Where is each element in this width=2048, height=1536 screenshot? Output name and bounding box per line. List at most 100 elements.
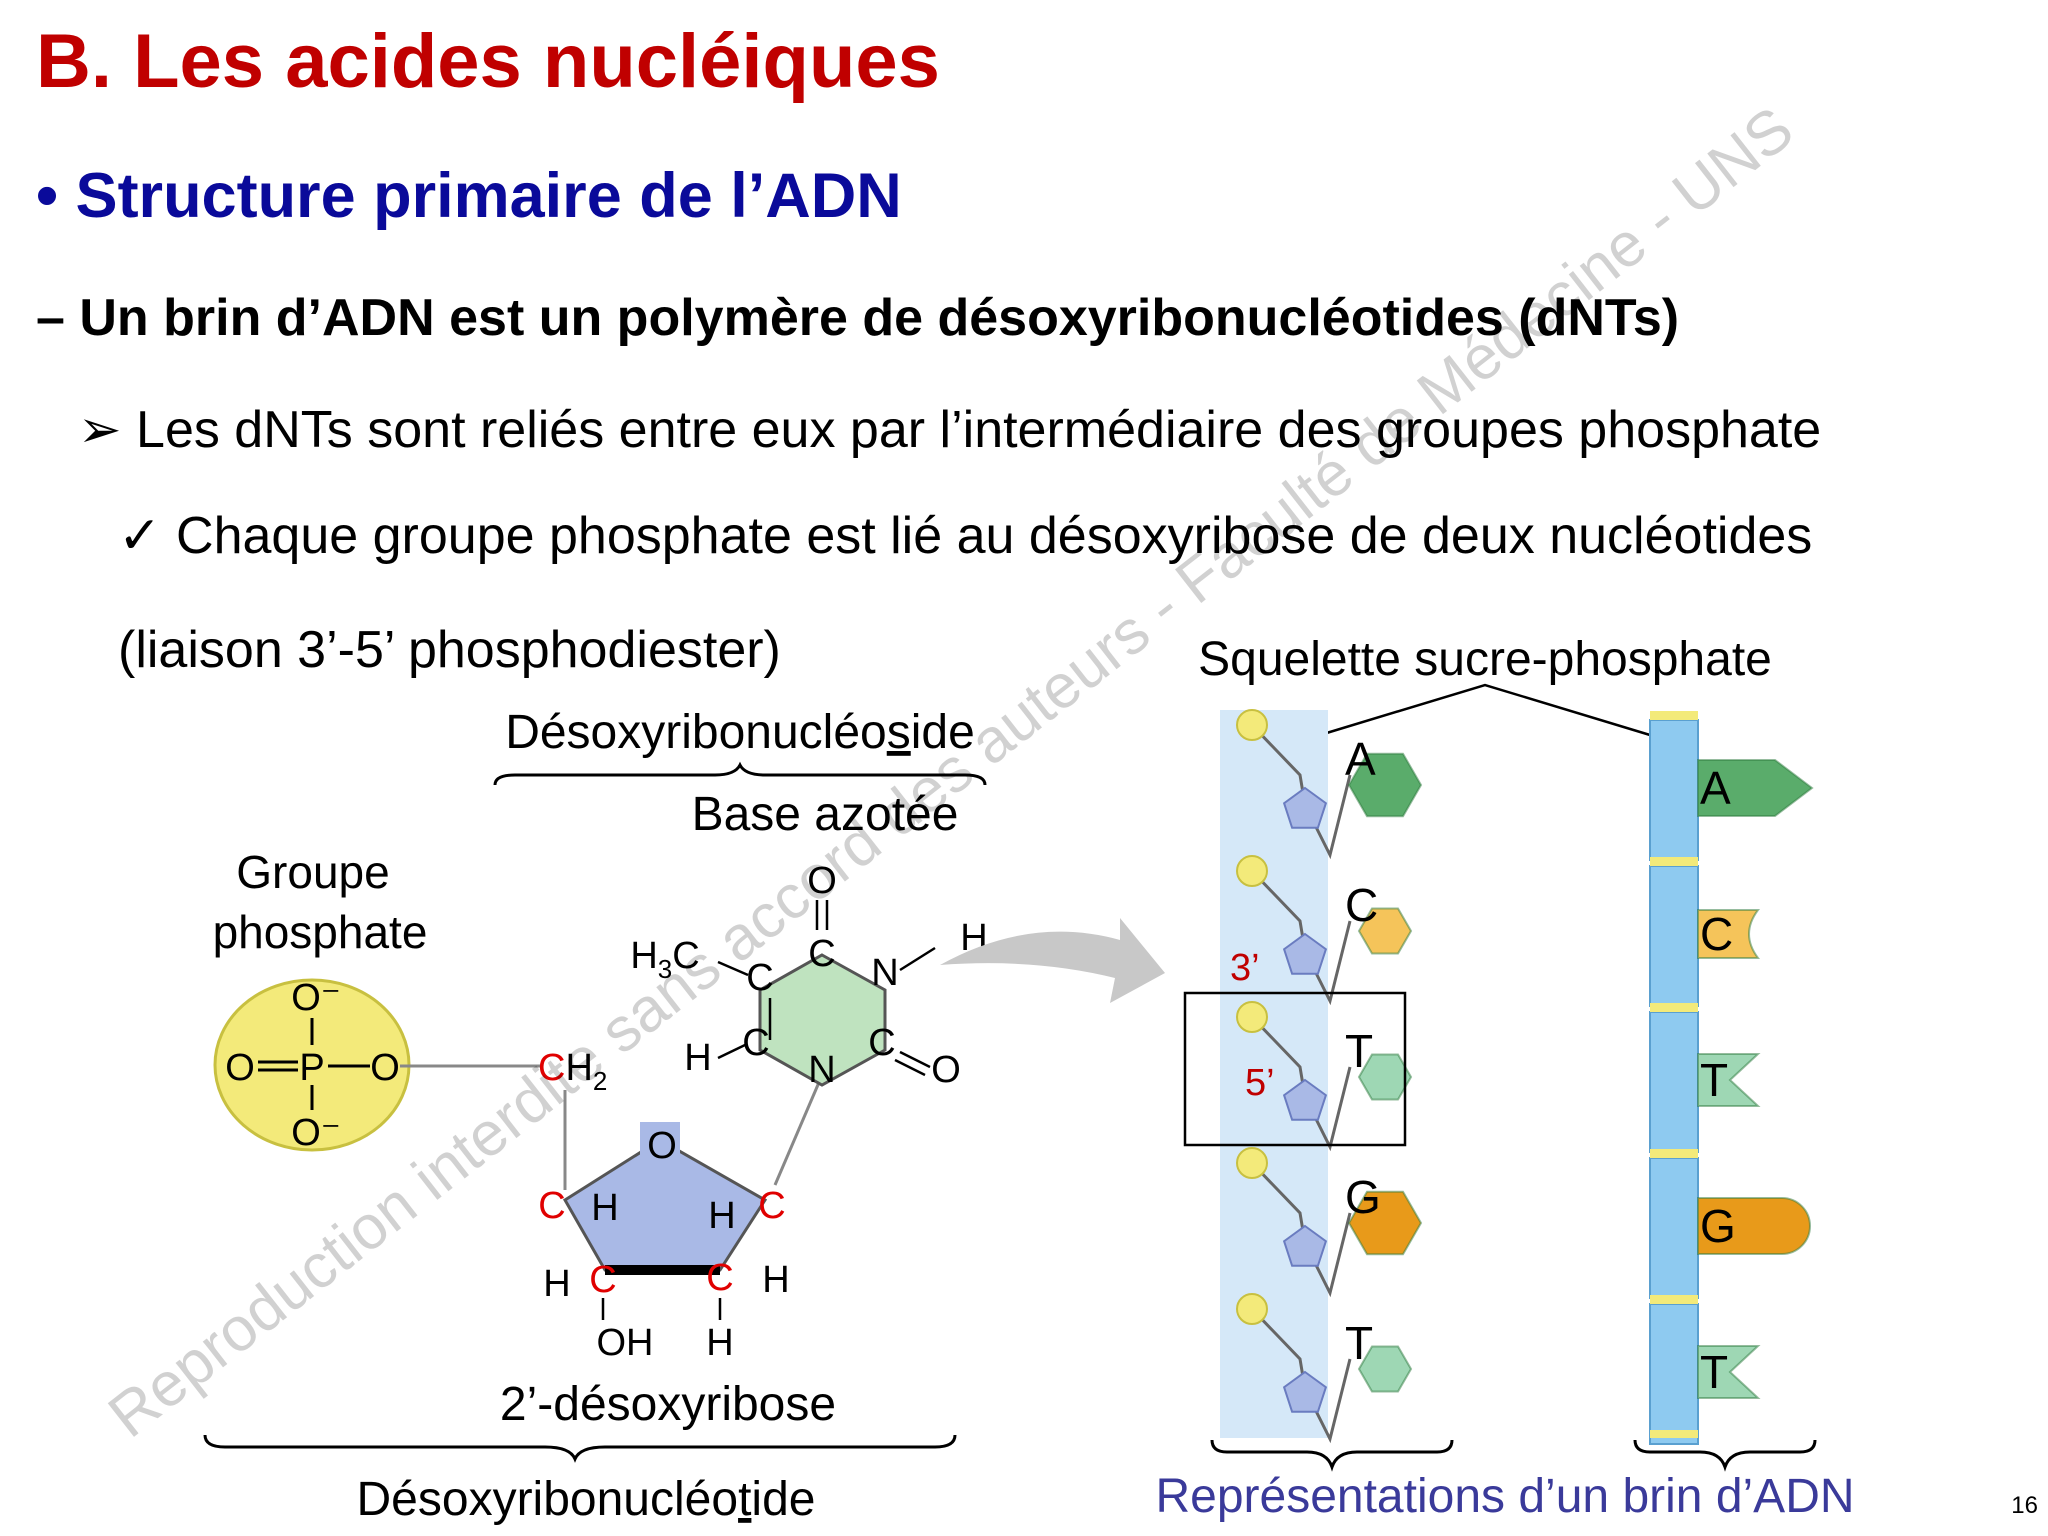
svg-text:O: O [807,860,837,902]
sugar-atoms: O C H C H C C H H OH H [538,1122,790,1364]
end-3prime: 3’ [1230,947,1260,989]
svg-text:N: N [808,1049,835,1091]
svg-text:N: N [871,952,898,994]
nucleoside-brace [493,761,987,786]
base-letter: T [1345,1317,1373,1369]
base-shape-T [1357,1053,1413,1101]
thymine-ring [758,953,887,1087]
sugar-pentagon [1282,932,1328,975]
simplified-base-T [1697,1053,1761,1107]
svg-text:C: C [746,957,773,999]
strand2-nucleotide: C [1649,857,1760,1007]
strand1-brace [1210,1439,1454,1472]
bullet-point-1: – Un brin d’ADN est un polymère de désox… [36,289,1680,347]
strand2-nucleotide: A [1649,711,1814,861]
ch2-label: CH2 [538,1047,607,1096]
watermark: Reproduction interdite sans accord des a… [96,94,1806,1451]
phosphate-band [1650,857,1698,866]
svg-text:C: C [868,1022,895,1064]
strand1-nucleotide: G [1236,1147,1423,1298]
svg-text:O: O [931,1049,961,1091]
strand1-nucleotide: T [1236,1001,1413,1152]
svg-text:C: C [808,933,835,975]
phosphate-atoms: O⁻ P O O O⁻ [225,977,400,1154]
simplified-base-letter: G [1700,1200,1736,1252]
phosphate-circle [1236,1001,1268,1033]
label-phosphate-line1: Groupe [236,846,389,898]
glycosidic-bond [773,1079,822,1186]
svg-text:C: C [742,1022,769,1064]
svg-text:H: H [591,1187,618,1229]
strand1-nucleotide: A [1236,709,1423,860]
svg-text:OH: OH [597,1322,654,1364]
phosphate-circle [1236,1293,1268,1325]
strand1-nucleotide: C [1236,855,1413,1006]
svg-text:H: H [543,1263,570,1305]
simplified-base-A [1697,759,1814,817]
label-nucleoside: Désoxyribonucléoside [505,706,975,759]
nucleotide-highlight-box [1183,991,1407,1147]
label-phosphate-line2: phosphate [213,906,428,958]
svg-text:O: O [647,1125,677,1167]
label-sugar: 2’-désoxyribose [500,1378,836,1431]
svg-text:P: P [299,1047,324,1089]
svg-text:H: H [684,1037,711,1079]
strand2-simplified: A C T G T [1649,711,1814,1445]
strand-segment [1649,1303,1699,1445]
svg-text:H: H [762,1259,789,1301]
simplified-base-letter: A [1700,762,1731,814]
backbone-pointer-lines [1319,683,1651,737]
svg-text:C: C [758,1185,785,1227]
simplified-base-letter: C [1700,908,1733,960]
label-backbone: Squelette sucre-phosphate [1198,633,1772,686]
base-shape-C [1357,907,1413,955]
phosphate-band [1650,711,1698,720]
bullet-point-3: ✓ Chaque groupe phosphate est lié au dés… [118,507,1813,565]
phosphate-circle [1236,1147,1268,1179]
strand2-nucleotide: T [1649,1003,1761,1153]
strand-segment [1649,1011,1699,1153]
base-shape-T [1357,1345,1413,1393]
base-letter: T [1345,1025,1373,1077]
svg-text:C: C [706,1257,733,1299]
slide-subtitle: • Structure primaire de l’ADN [36,161,902,231]
base-bonds [717,900,936,1077]
strand-segment [1649,719,1699,861]
svg-text:O: O [225,1047,255,1089]
simplified-base-letter: T [1700,1346,1728,1398]
sugar-pentagon [1282,1224,1328,1267]
strand-segment [1649,1157,1699,1299]
svg-text:O⁻: O⁻ [291,977,341,1019]
base-shape-A [1347,752,1423,818]
simplified-base-G [1697,1197,1811,1255]
slide-title: B. Les acides nucléiques [36,19,940,104]
end-5prime: 5’ [1245,1062,1275,1104]
svg-text:H: H [706,1322,733,1364]
strand-segment [1649,865,1699,1007]
strand2-nucleotide: T [1649,1295,1761,1445]
sugar-pentagon [1282,786,1328,829]
svg-text:H: H [708,1195,735,1237]
phosphate-band [1650,1149,1698,1158]
base-atoms: O C N H C O N C H C H3C [630,860,987,1091]
phosphate-band [1650,1430,1698,1438]
sugar-pentagon [1282,1370,1328,1413]
transition-arrow [940,918,1165,1003]
phosphate-band [1650,1295,1698,1304]
simplified-base-T [1697,1345,1761,1399]
svg-text:O⁻: O⁻ [291,1112,341,1154]
svg-text:C: C [538,1185,565,1227]
simplified-base-letter: T [1700,1054,1728,1106]
svg-text:O: O [370,1047,400,1089]
strand1-nucleotide: T [1236,1293,1413,1444]
label-base: Base azotée [692,788,959,841]
base-letter: A [1345,733,1376,785]
phosphate-bonds [258,1018,370,1110]
svg-text:C: C [589,1259,616,1301]
bullet-point-2: ➢ Les dNTs sont reliés entre eux par l’i… [78,401,1822,459]
strand2-brace [1633,1439,1817,1472]
base-letter: G [1345,1171,1381,1223]
strand2-nucleotide: G [1649,1149,1811,1299]
